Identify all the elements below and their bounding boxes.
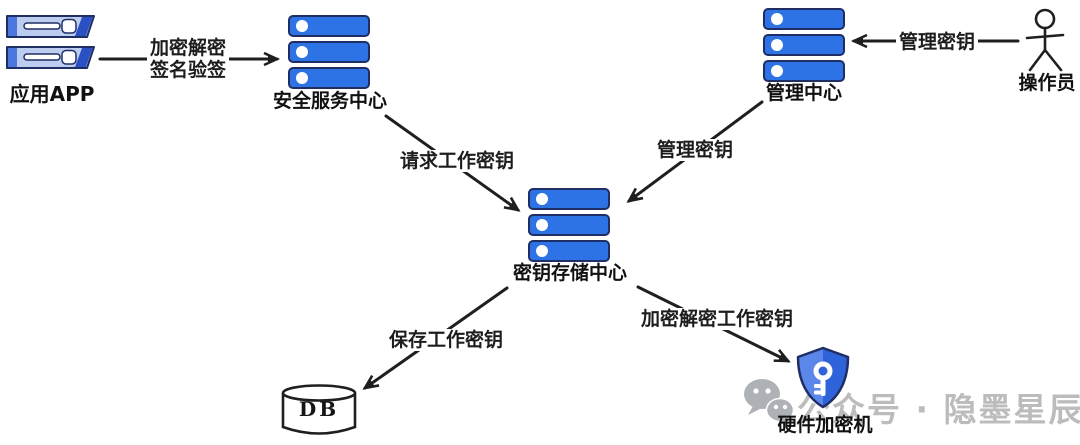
edge-label-request-work-key: 请求工作密钥 <box>397 150 518 172</box>
edge-label-manage-key-top: 管理密钥 <box>896 31 979 53</box>
node-label-operator: 操作员 <box>1018 72 1076 94</box>
key-storage-server-icon <box>528 188 610 262</box>
watermark-text: 公众号 · 隐墨星辰 <box>797 390 1080 429</box>
db-cylinder-icon <box>281 384 357 435</box>
edge-label-manage-key-mid: 管理密钥 <box>654 139 737 161</box>
edge-label-save-work-key: 保存工作密钥 <box>386 329 507 351</box>
hsm-shield-key-icon <box>796 346 850 409</box>
operator-icon <box>1025 8 1065 72</box>
node-label-management-center: 管理中心 <box>765 82 842 104</box>
node-label-db: DB <box>298 397 340 421</box>
node-label-key-storage-center: 密钥存储中心 <box>512 262 627 284</box>
management-center-server-icon <box>763 8 845 82</box>
node-label-hsm: 硬件加密机 <box>777 414 873 436</box>
app-server-icon <box>6 15 95 69</box>
edge-label-encrypt-line: 加密解密 <box>150 37 227 59</box>
security-center-server-icon <box>288 15 370 89</box>
edge-label-encdec-work-key: 加密解密工作密钥 <box>638 308 797 330</box>
node-label-security-center: 安全服务中心 <box>272 90 387 112</box>
edge-label-sign-line: 签名验签 <box>150 59 227 81</box>
wechat-icon <box>744 379 795 426</box>
edge-label-encrypt-sign: 加密解密 签名验签 <box>147 37 230 81</box>
node-label-app: 应用APP <box>9 82 95 106</box>
